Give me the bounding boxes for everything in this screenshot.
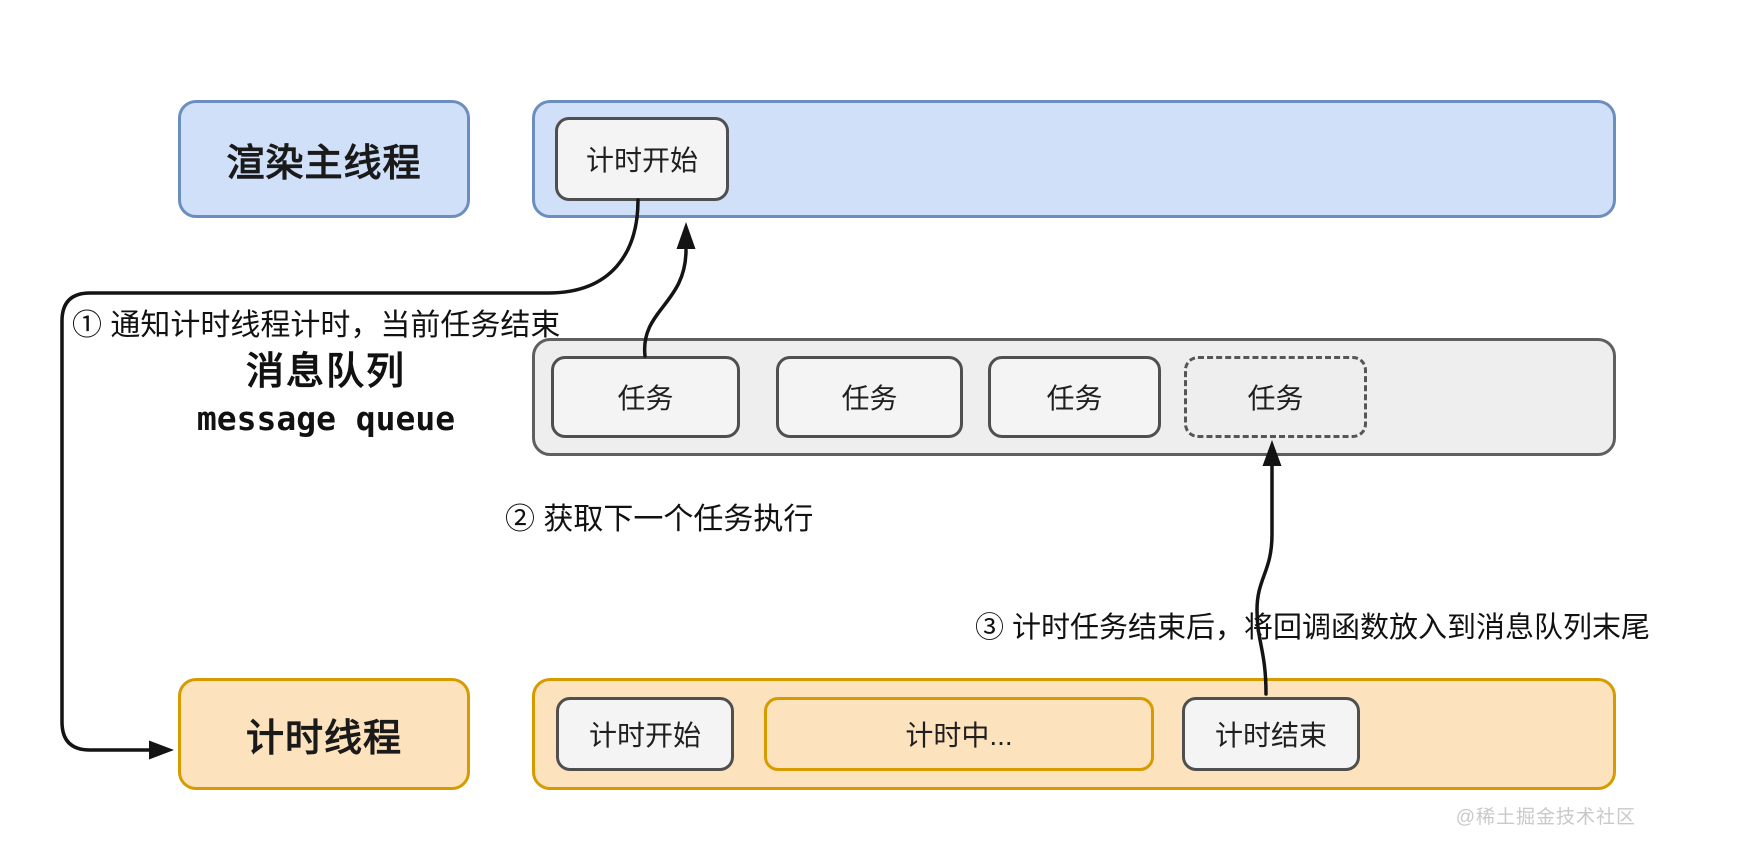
timer-timing-running-text: 计时中... xyxy=(905,720,1013,751)
timer-thread-text: 计时线程 xyxy=(245,717,402,760)
timer-thread-lane: 计时开始 计时中... 计时结束 xyxy=(532,678,1616,790)
queue-task-box: 任务 xyxy=(988,356,1161,438)
arrow-enqueue-callback xyxy=(1255,440,1282,696)
message-queue-label-zh: 消息队列 xyxy=(245,351,406,393)
message-queue-label-en: message queue xyxy=(196,399,456,438)
queue-task-text: 任务 xyxy=(1046,383,1103,414)
render-main-thread-text: 渲染主线程 xyxy=(226,142,422,185)
timer-timing-start-box: 计时开始 xyxy=(556,697,734,771)
watermark: @稀土掘金技术社区 xyxy=(1455,807,1636,828)
message-queue-label: 消息队列 message queue xyxy=(140,348,512,442)
main-thread-timing-start-box: 计时开始 xyxy=(555,117,729,201)
main-thread-timing-start-text: 计时开始 xyxy=(585,145,698,176)
arrowhead-right xyxy=(149,740,174,760)
arrow-notify-timer-thread xyxy=(60,198,640,760)
message-queue-lane: 任务 任务 任务 任务 xyxy=(532,338,1616,456)
render-main-thread-lane: 计时开始 xyxy=(532,100,1616,218)
queue-task-box: 任务 xyxy=(551,356,740,438)
timer-timing-start-text: 计时开始 xyxy=(588,720,701,751)
timer-timing-end-text: 计时结束 xyxy=(1214,720,1327,751)
annotation-step2: ② 获取下一个任务执行 xyxy=(505,503,814,536)
queue-task-text: 任务 xyxy=(841,383,898,414)
timer-timing-running-box: 计时中... xyxy=(764,697,1154,771)
arrowhead-up xyxy=(676,222,696,249)
annotation-step3: ③ 计时任务结束后，将回调函数放入到消息队列末尾 xyxy=(975,612,1651,644)
annotation-step1: ① 通知计时线程计时，当前任务结束 xyxy=(72,309,561,342)
timer-thread-label: 计时线程 xyxy=(178,678,470,790)
queue-task-text: 任务 xyxy=(617,383,674,414)
timer-timing-end-box: 计时结束 xyxy=(1182,697,1360,771)
arrow-next-task-to-main xyxy=(642,222,696,358)
queue-task-text: 任务 xyxy=(1247,383,1304,414)
queue-task-box: 任务 xyxy=(776,356,963,438)
render-main-thread-label: 渲染主线程 xyxy=(178,100,470,218)
queue-task-box-pending-dashed: 任务 xyxy=(1184,356,1367,438)
